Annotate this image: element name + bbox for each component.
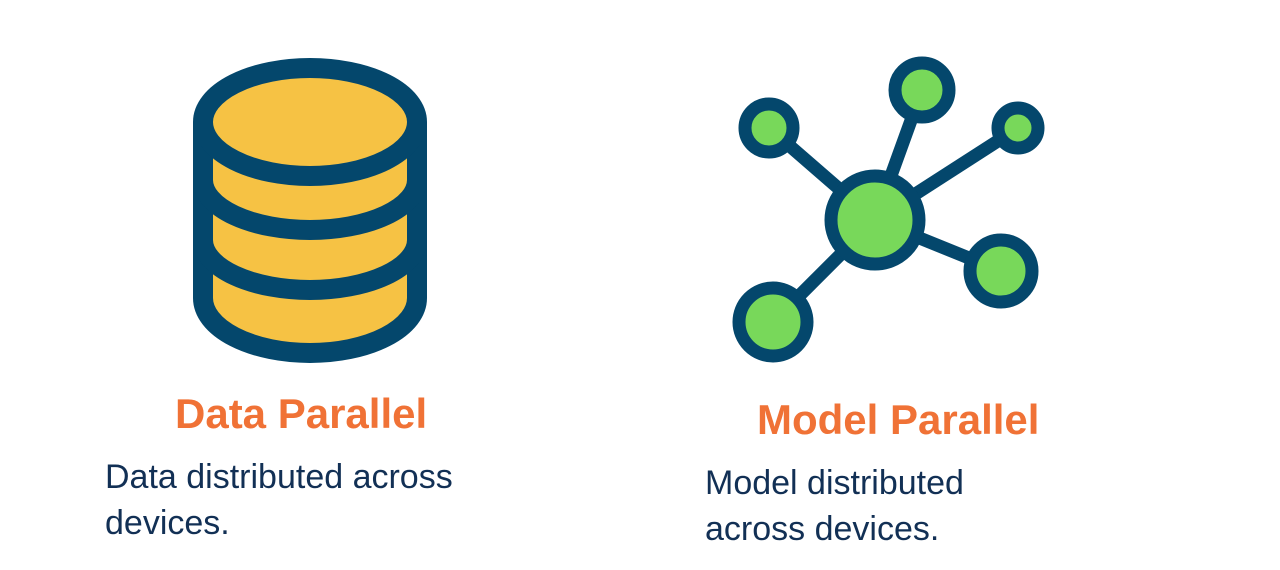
data-parallel-description: Data distributed across devices. xyxy=(105,458,453,542)
network-node xyxy=(991,101,1045,155)
network-node xyxy=(732,281,814,363)
network-node xyxy=(738,97,800,159)
database-cylinder xyxy=(193,58,427,363)
model-parallel-title: Model Parallel xyxy=(757,396,1040,443)
network-node xyxy=(963,233,1039,309)
network-node xyxy=(888,56,956,124)
data-parallel-title: Data Parallel xyxy=(175,390,428,437)
network-node-center xyxy=(824,169,926,271)
model-parallel-description: Model distributed across devices. xyxy=(705,464,964,548)
